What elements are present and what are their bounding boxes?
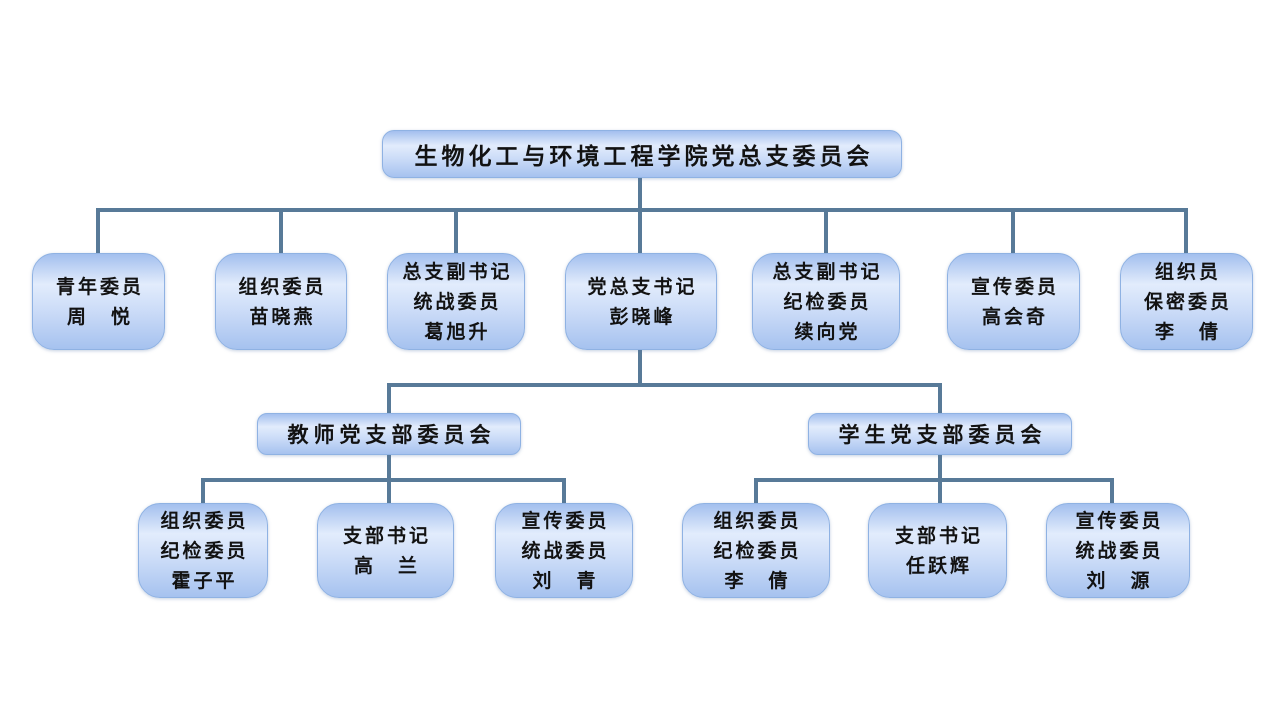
org-node-student-branch-committee: 学生党支部委员会 [808,413,1072,455]
org-node-general-branch-secretary: 党总支书记 彭晓峰 [565,253,717,350]
org-node-youth-committee-member: 青年委员 周 悦 [32,253,165,350]
org-node-deputy-secretary-united-front: 总支副书记 统战委员 葛旭升 [387,253,525,350]
connector-student-drop-1 [754,478,758,505]
org-node-teacher-organization-discipline: 组织委员 纪检委员 霍子平 [138,503,268,598]
connector-branch-drop-teacher [387,383,391,414]
org-node-root-committee: 生物化工与环境工程学院党总支委员会 [382,130,902,178]
org-node-teacher-branch-committee: 教师党支部委员会 [257,413,521,455]
org-node-student-publicity-united-front: 宣传委员 统战委员 刘 源 [1046,503,1190,598]
connector-student-bus [754,478,1114,482]
org-node-organization-committee-member: 组织委员 苗晓燕 [215,253,347,350]
connector-level2-drop-6 [1011,208,1015,254]
org-node-organizer-secrecy-committee: 组织员 保密委员 李 倩 [1120,253,1253,350]
connector-level2-drop-1 [96,208,100,254]
connector-level2-bus [96,208,1188,212]
connector-teacher-drop-1 [201,478,205,505]
connector-root-drop [638,178,642,212]
connector-branch-bus [387,383,942,387]
connector-level2-drop-2 [279,208,283,254]
connector-level2-drop-4 [638,208,642,254]
connector-level2-drop-3 [454,208,458,254]
org-node-student-organization-discipline: 组织委员 纪检委员 李 倩 [682,503,830,598]
connector-level2-drop-7 [1184,208,1188,254]
connector-teacher-bus [201,478,566,482]
org-node-teacher-publicity-united-front: 宣传委员 统战委员 刘 青 [495,503,633,598]
connector-level2-drop-5 [824,208,828,254]
org-node-student-branch-secretary: 支部书记 任跃辉 [868,503,1007,598]
org-node-deputy-secretary-discipline: 总支副书记 纪检委员 续向党 [752,253,900,350]
connector-teacher-drop-3 [562,478,566,505]
connector-student-drop-3 [1110,478,1114,505]
connector-branch-drop-student [938,383,942,414]
org-node-publicity-committee-member: 宣传委员 高会奇 [947,253,1080,350]
connector-secretary-drop [638,348,642,387]
org-node-teacher-branch-secretary: 支部书记 高 兰 [317,503,454,598]
